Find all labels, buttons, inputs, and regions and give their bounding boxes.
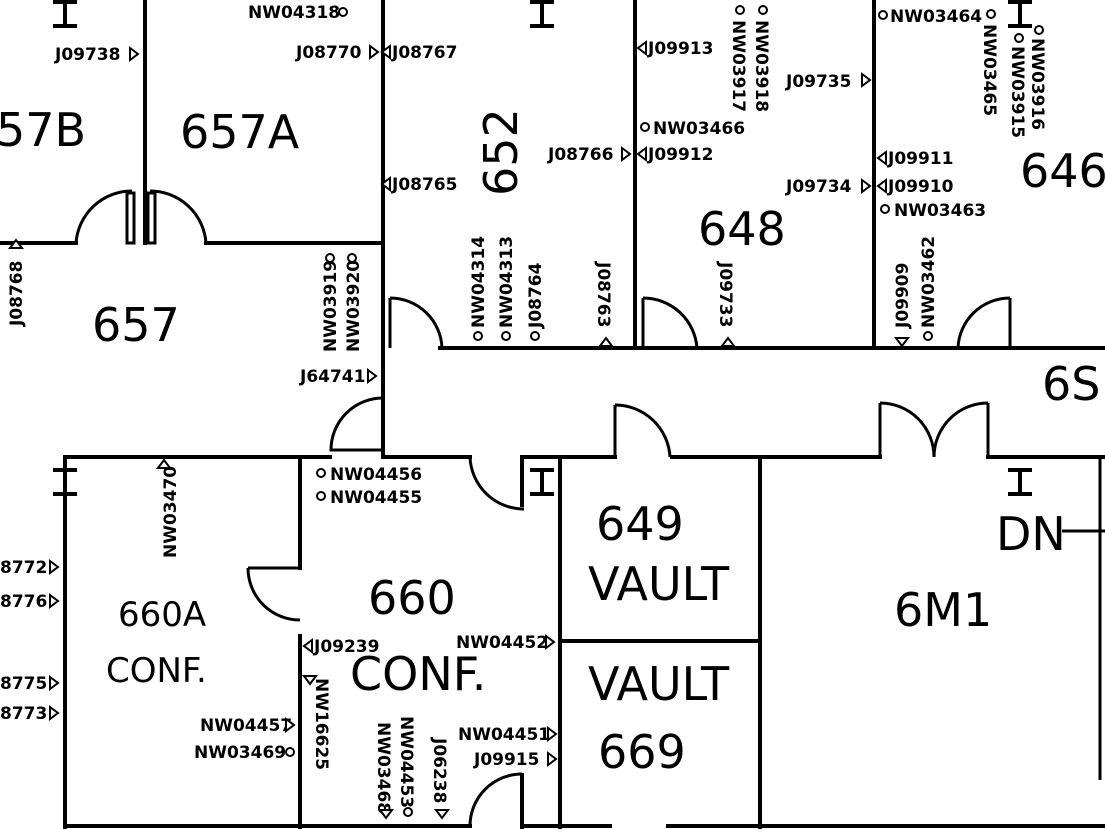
jack-NW04452: NW04452 (456, 633, 548, 653)
room-label-657b: 57B (0, 103, 86, 157)
vjack-NW03470: NW03470 (161, 466, 181, 558)
column-symbols (53, 0, 1032, 496)
room-label-660a: 660A (118, 595, 206, 635)
jack-NW03466: NW03466 (653, 119, 745, 139)
vjack-NW16625: NW16625 (311, 678, 331, 770)
jack-labels: J09738 NW04318 J08770 J08767 J08765 J099… (0, 3, 986, 770)
jack-NW04457: NW04457 (200, 716, 292, 736)
jack-J09911: J09911 (887, 149, 953, 169)
vjack-NW03919: NW03919 (321, 260, 341, 352)
vjack-NW03462: NW03462 (919, 236, 939, 328)
vjack-NW04313: NW04313 (497, 236, 517, 328)
vjack-J09733: J09733 (715, 261, 735, 327)
vjack-NW03918: NW03918 (751, 20, 771, 112)
jack-J09913: J09913 (647, 39, 713, 59)
vault-label-upper: VAULT (588, 557, 730, 611)
vjack-J08764: J08764 (526, 262, 546, 329)
vjack-NW03920: NW03920 (344, 260, 364, 352)
room-label-646: 646 (1020, 144, 1105, 198)
jack-J09738: J09738 (54, 45, 120, 65)
jack-8772: 8772 (0, 558, 47, 578)
jack-NW04455: NW04455 (330, 488, 422, 508)
vjack-NW03468: NW04453 (396, 716, 416, 808)
stair-dn-label: DN (996, 507, 1066, 561)
jack-J08765: J08765 (391, 175, 457, 195)
jack-J09910: J09910 (887, 177, 954, 197)
vjack-J09909: J09909 (893, 263, 913, 329)
doors (74, 189, 1012, 827)
vjack-J08768: J08768 (7, 261, 27, 327)
vjack-NW03915: NW03915 (1007, 46, 1027, 138)
room-label-657: 657 (92, 298, 180, 352)
jack-8773: 8773 (0, 704, 47, 724)
vjack-NW03916: NW03916 (1027, 38, 1047, 130)
room-label-660a-conf: CONF. (106, 651, 207, 691)
room-label-660-conf: CONF. (350, 647, 486, 701)
vjack-NW03465: NW03465 (979, 24, 999, 116)
room-label-657a: 657A (180, 105, 300, 159)
vjack-J08763: J08763 (593, 261, 613, 327)
jack-J09735: J09735 (785, 72, 851, 92)
room-label-6s: 6S (1042, 357, 1100, 411)
jack-NW03464: NW03464 (890, 7, 982, 27)
jack-J64741: J64741 (299, 367, 365, 387)
vjack-NW04314: NW04314 (469, 236, 489, 328)
jack-J09239: J09239 (313, 637, 379, 657)
room-label-669: 669 (598, 725, 686, 779)
jack-J08770: J08770 (295, 43, 362, 63)
jack-J08767: J08767 (391, 43, 457, 63)
jack-J09915: J09915 (473, 750, 539, 770)
jack-NW03469: NW03469 (194, 743, 286, 763)
jack-NW03463: NW03463 (894, 201, 986, 221)
jack-NW04456: NW04456 (330, 465, 422, 485)
room-labels: 57B 657A 657 652 648 646 6S 649 VAULT VA… (0, 103, 1105, 779)
room-label-648: 648 (698, 202, 786, 256)
jack-J09734: J09734 (785, 177, 852, 197)
vertical-jack-labels: NW03917 NW03918 NW03465 NW03915 NW03916 … (7, 5, 1047, 820)
room-label-6m1: 6M1 (894, 583, 992, 637)
room-label-660: 660 (368, 571, 456, 625)
jack-NW04318: NW04318 (248, 3, 340, 23)
room-label-649: 649 (596, 497, 684, 551)
jack-8775: 8775 (0, 674, 47, 694)
jack-8776: 8776 (0, 592, 47, 612)
jack-J08766: J08766 (547, 145, 613, 165)
jack-NW04451: NW04451 (458, 725, 550, 745)
jack-J09912: J09912 (647, 145, 713, 165)
vjack-NW03917: NW03917 (728, 20, 748, 112)
vjack-J06238: J06238 (429, 737, 449, 803)
room-label-652: 652 (474, 108, 528, 196)
vault-label-lower: VAULT (588, 657, 730, 711)
vjack-NW04453: NW03468 (373, 722, 393, 814)
